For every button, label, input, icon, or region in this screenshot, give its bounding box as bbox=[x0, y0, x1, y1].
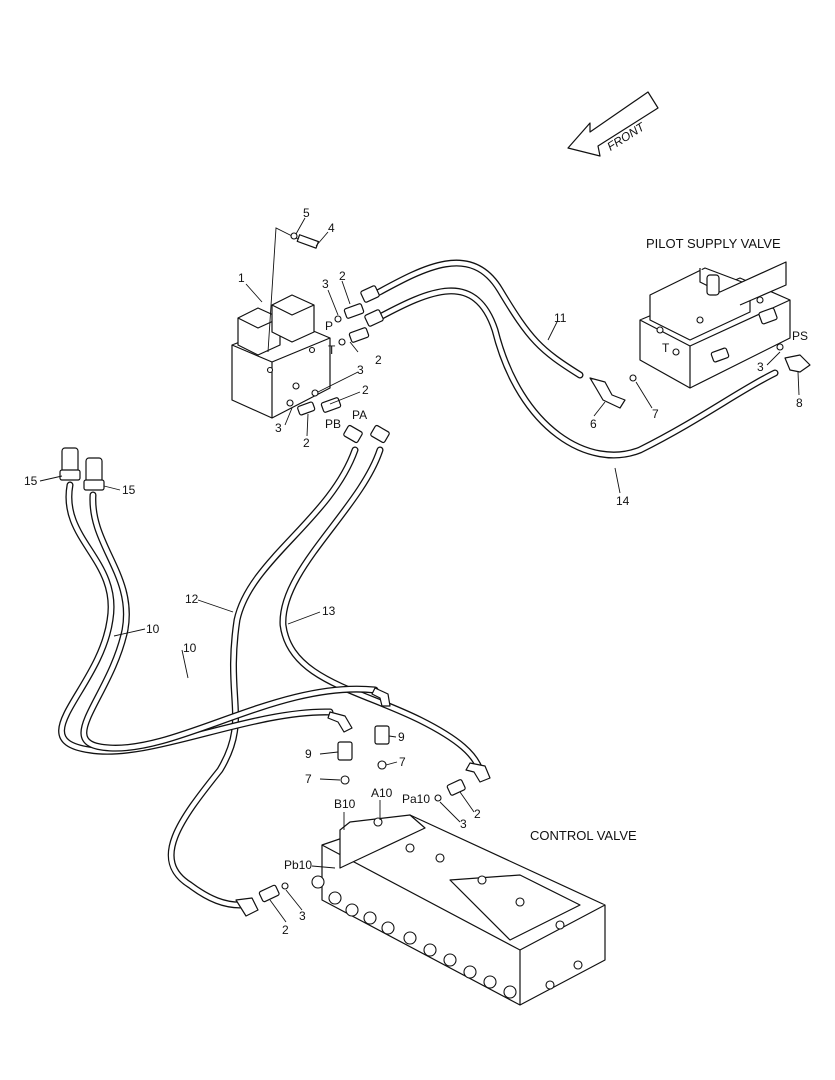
callout-2-a: 2 bbox=[339, 269, 346, 283]
hose-12 bbox=[167, 446, 359, 909]
callout-14: 14 bbox=[616, 494, 630, 508]
callout-3-b: 3 bbox=[357, 363, 364, 377]
port-t-label: T bbox=[328, 343, 336, 357]
port-pa10-label: Pa10 bbox=[402, 792, 430, 806]
callout-15-a: 15 bbox=[24, 474, 38, 488]
callout-2-d: 2 bbox=[303, 436, 310, 450]
control-valve bbox=[311, 814, 606, 1006]
control-valve-fittings bbox=[235, 687, 491, 917]
callout-9-a: 9 bbox=[305, 747, 312, 761]
hose-13 bbox=[279, 446, 484, 774]
hose-10 bbox=[58, 481, 379, 755]
callout-6: 6 bbox=[590, 417, 597, 431]
callout-2-e: 2 bbox=[474, 807, 481, 821]
callout-numbers: 1 5 4 2 3 2 3 2 3 2 11 7 6 3 8 14 15 15 … bbox=[24, 206, 803, 937]
control-valve-title: CONTROL VALVE bbox=[530, 828, 637, 843]
callout-12: 12 bbox=[185, 592, 199, 606]
port-p-label: P bbox=[325, 319, 333, 333]
pilot-supply-valve-title: PILOT SUPPLY VALVE bbox=[646, 236, 781, 251]
callout-10-a: 10 bbox=[146, 622, 160, 636]
callout-9-b: 9 bbox=[398, 730, 405, 744]
callout-3-c: 3 bbox=[275, 421, 282, 435]
hose-11 bbox=[368, 259, 779, 459]
callout-1: 1 bbox=[238, 271, 245, 285]
callout-4: 4 bbox=[328, 221, 335, 235]
control-valve-spools bbox=[311, 817, 583, 999]
port-pb10-label: Pb10 bbox=[284, 858, 312, 872]
port-t-pilot-label: T bbox=[662, 341, 670, 355]
callout-15-b: 15 bbox=[122, 483, 136, 497]
port-pa-label: PA bbox=[352, 408, 367, 422]
callout-7-c: 7 bbox=[399, 755, 406, 769]
callout-2-f: 2 bbox=[282, 923, 289, 937]
port-ps-label: PS bbox=[792, 329, 808, 343]
hoses bbox=[58, 259, 779, 909]
pilot-supply-valve bbox=[639, 261, 791, 389]
callout-2-b: 2 bbox=[375, 353, 382, 367]
solenoid-valve bbox=[231, 227, 331, 419]
callout-2-c: 2 bbox=[362, 383, 369, 397]
callout-3-a: 3 bbox=[322, 277, 329, 291]
callout-7-a: 7 bbox=[652, 407, 659, 421]
port-b10-label: B10 bbox=[334, 797, 356, 811]
front-arrow: FRONT bbox=[567, 91, 659, 157]
port-pb-label: PB bbox=[325, 417, 341, 431]
pilot-valve-fittings bbox=[589, 343, 811, 409]
callout-11: 11 bbox=[554, 311, 567, 325]
fittings-15 bbox=[59, 447, 105, 491]
callout-3-d: 3 bbox=[757, 360, 764, 374]
port-labels: P T PB PA PS T B10 A10 Pa10 Pb10 bbox=[284, 319, 808, 872]
port-a10-label: A10 bbox=[371, 786, 393, 800]
callout-3-e: 3 bbox=[460, 817, 467, 831]
callout-3-f: 3 bbox=[299, 909, 306, 923]
callout-10-b: 10 bbox=[183, 641, 197, 655]
callout-5: 5 bbox=[303, 206, 310, 220]
callout-7-b: 7 bbox=[305, 772, 312, 786]
callout-8: 8 bbox=[796, 396, 803, 410]
callout-13: 13 bbox=[322, 604, 336, 618]
leader-lines bbox=[39, 217, 800, 923]
